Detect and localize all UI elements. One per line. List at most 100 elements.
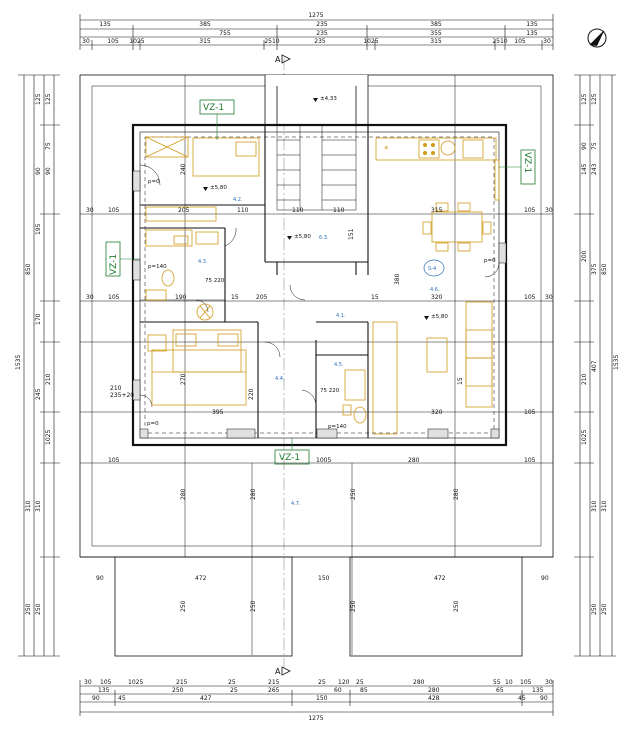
svg-text:90: 90: [581, 142, 588, 150]
svg-text:105: 105: [524, 294, 536, 301]
svg-text:320: 320: [431, 294, 443, 301]
north-arrow-icon: [587, 28, 607, 48]
svg-text:p=0: p=0: [147, 421, 159, 427]
dim-top: 105: [514, 38, 526, 45]
svg-text:472: 472: [434, 575, 446, 582]
dim-top: 235: [314, 38, 326, 45]
svg-text:S-4: S-4: [428, 266, 436, 272]
section-arrow-icon: [281, 666, 291, 676]
svg-text:850: 850: [601, 263, 608, 275]
svg-text:125: 125: [591, 93, 598, 105]
svg-text:427: 427: [200, 695, 212, 702]
svg-text:220: 220: [248, 388, 255, 400]
stairs: [276, 124, 357, 211]
svg-text:210: 210: [45, 373, 52, 385]
level-label: ±5,80: [210, 185, 227, 191]
terrace-outline: [80, 556, 553, 657]
windows: [132, 170, 507, 439]
svg-text:45: 45: [518, 695, 526, 702]
svg-text:120: 120: [338, 679, 350, 686]
svg-text:250: 250: [35, 603, 42, 615]
svg-text:25: 25: [318, 679, 326, 686]
dim-top: 1025: [129, 38, 144, 45]
svg-text:135: 135: [98, 687, 110, 694]
svg-text:145: 145: [581, 163, 588, 175]
svg-text:151: 151: [348, 228, 355, 240]
dim-top: 755: [219, 30, 231, 37]
bottom-dimension-labels: 30 105 1025 215 25 215 25 120 25 280 55 …: [84, 679, 553, 722]
svg-text:245: 245: [35, 388, 42, 400]
svg-text:428: 428: [428, 695, 440, 702]
svg-text:25: 25: [228, 679, 236, 686]
svg-text:235+20: 235+20: [110, 392, 134, 399]
svg-text:125: 125: [581, 93, 588, 105]
svg-text:1025: 1025: [45, 430, 52, 445]
dim-top: 105: [107, 38, 119, 45]
svg-text:170: 170: [35, 313, 42, 325]
walls: [131, 123, 508, 447]
svg-text:250: 250: [250, 600, 257, 612]
dim-top: 315: [199, 38, 211, 45]
svg-text:10: 10: [505, 679, 513, 686]
svg-text:105: 105: [108, 207, 120, 214]
dim-top: 30: [543, 38, 551, 45]
svg-text:270: 270: [180, 373, 187, 385]
bottom-dimensions: [79, 680, 554, 716]
svg-text:105: 105: [108, 294, 120, 301]
inner-dimension-labels: 30 105 205 110 110 110 315 105 30 30 105…: [86, 179, 553, 464]
dim-top: 30: [82, 38, 90, 45]
right-dimension-labels: 1535 850 125 125 90 75 145 243 200 375 2…: [581, 93, 620, 615]
svg-text:280: 280: [250, 488, 257, 500]
svg-text:250: 250: [172, 687, 184, 694]
svg-text:p=0: p=0: [148, 179, 160, 185]
building-outline: [79, 74, 554, 558]
svg-text:375: 375: [591, 263, 598, 275]
svg-text:250: 250: [453, 600, 460, 612]
svg-text:105: 105: [520, 679, 532, 686]
svg-text:15: 15: [457, 377, 464, 385]
terrace-dimension-labels: 90 472 150 472 90 280 280 250 280 250 25…: [96, 488, 549, 612]
svg-text:30: 30: [86, 294, 94, 301]
svg-text:30: 30: [545, 207, 553, 214]
svg-text:1005: 1005: [316, 457, 331, 464]
dim-top: 2510: [264, 38, 279, 45]
room-number: 4.2.: [233, 197, 243, 203]
dim-top: 385: [199, 21, 211, 28]
svg-text:75 220: 75 220: [205, 278, 225, 284]
svg-text:280: 280: [428, 687, 440, 694]
svg-text:310: 310: [601, 500, 608, 512]
dim-top: 135: [99, 21, 111, 28]
doors: [139, 164, 500, 408]
room-number: 4.6.: [430, 287, 440, 293]
svg-text:1025: 1025: [581, 430, 588, 445]
svg-text:30: 30: [86, 207, 94, 214]
svg-text:215: 215: [176, 679, 188, 686]
svg-text:210: 210: [110, 385, 122, 392]
left-dimensions: [18, 74, 60, 657]
dim-top: 235: [316, 21, 328, 28]
dim-top: 315: [430, 38, 442, 45]
room-number: 4.7.: [291, 501, 301, 507]
svg-text:1535: 1535: [15, 355, 22, 370]
svg-text:90: 90: [92, 695, 100, 702]
room-number: 4.4.: [275, 376, 285, 382]
level-label: ±4,33: [320, 96, 337, 102]
svg-text:90: 90: [96, 575, 104, 582]
svg-text:105: 105: [524, 207, 536, 214]
svg-text:75: 75: [45, 142, 52, 150]
svg-text:205: 205: [256, 294, 268, 301]
svg-text:65: 65: [496, 687, 504, 694]
dim-top: 2510: [492, 38, 507, 45]
svg-text:125: 125: [35, 93, 42, 105]
level-markers: ±4,33 ±5,80 ±5,80 ±5,80: [203, 96, 448, 320]
svg-text:75 220: 75 220: [320, 388, 340, 394]
right-dimensions: [574, 74, 616, 657]
svg-text:395: 395: [212, 409, 224, 416]
svg-text:250: 250: [350, 488, 357, 500]
level-label: ±5,80: [294, 234, 311, 240]
svg-text:75: 75: [591, 142, 598, 150]
svg-text:310: 310: [35, 500, 42, 512]
svg-text:850: 850: [25, 263, 32, 275]
s4-label: S-4: [423, 259, 445, 277]
